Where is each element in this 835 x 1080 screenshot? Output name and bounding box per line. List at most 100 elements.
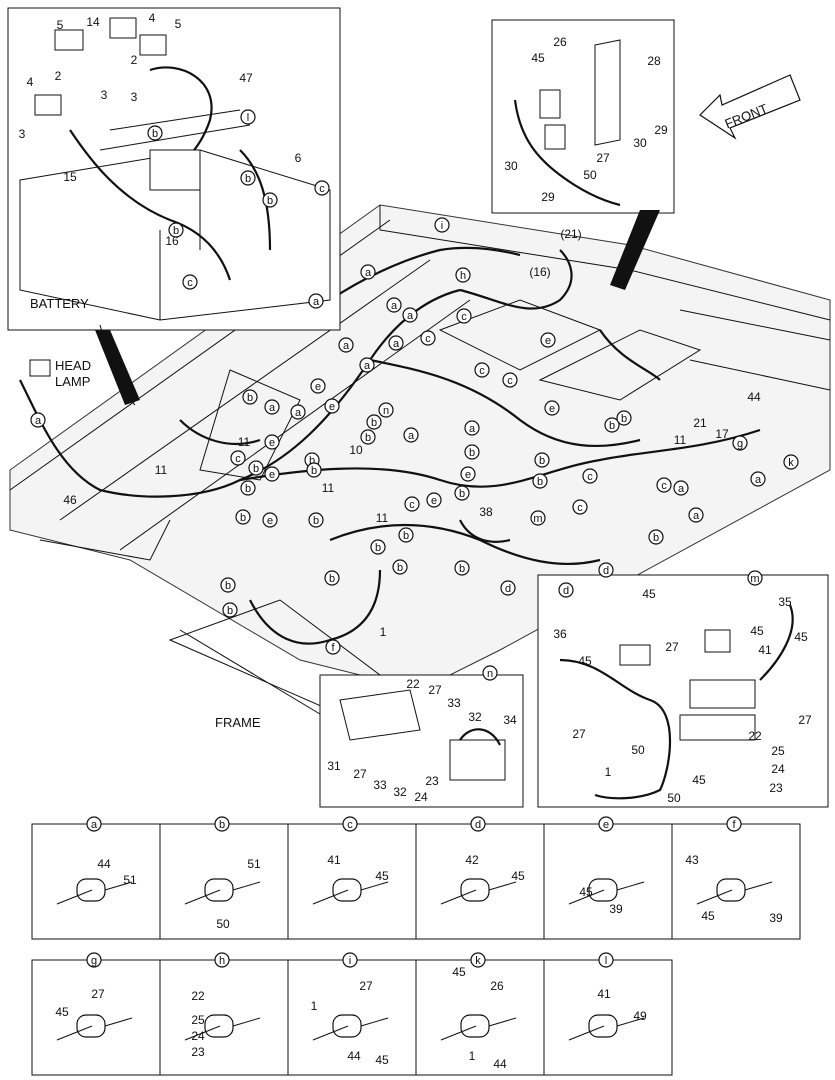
detail-panel-key: e xyxy=(603,819,609,831)
inset-m-label-number: 50 xyxy=(631,743,645,757)
main-label-circle xyxy=(502,372,518,388)
main-label-circle xyxy=(750,471,766,487)
frame-title: FRAME xyxy=(215,715,261,730)
main-label-letter: c xyxy=(461,311,467,323)
battery-label-number: 15 xyxy=(63,170,77,184)
detail-part-number: 39 xyxy=(769,911,783,925)
main-label-letter: b xyxy=(621,413,627,425)
detail-part-number: 27 xyxy=(91,987,105,1001)
main-label-circle xyxy=(540,332,556,348)
detail-part-number: 44 xyxy=(97,857,111,871)
main-label-letter: e xyxy=(329,401,335,413)
main-label-letter: b xyxy=(227,605,233,617)
detail-panel-key-circle xyxy=(598,816,614,832)
inset-m-label-number: 24 xyxy=(771,762,785,776)
main-label-letter: k xyxy=(788,457,794,469)
connector-inset-top xyxy=(491,19,675,214)
main-label-circle xyxy=(392,559,408,575)
main-label-circle xyxy=(604,417,620,433)
battery-label-circle xyxy=(168,222,184,238)
main-label-letter: b xyxy=(653,532,659,544)
main-label-circle xyxy=(544,400,560,416)
head-lamp-title-line2: LAMP xyxy=(55,374,90,389)
main-label-letter: a xyxy=(755,474,762,486)
main-label-letter: m xyxy=(533,513,542,525)
inset-n-label-number: 32 xyxy=(468,710,482,724)
main-label-circle xyxy=(325,639,341,655)
detail-panel-key-circle xyxy=(470,952,486,968)
main-label-circle xyxy=(240,480,256,496)
main-label-circle xyxy=(308,293,324,309)
main-label-letter: b xyxy=(309,455,315,467)
inset-m-label-number: 27 xyxy=(572,727,586,741)
battery-label-circle xyxy=(314,180,330,196)
clamp-leader xyxy=(696,881,773,905)
main-label-letter: i xyxy=(441,220,443,232)
detail-part-number: 45 xyxy=(375,869,389,883)
main-label-letter: e xyxy=(545,335,551,347)
battery-label-circle xyxy=(147,125,163,141)
detail-panel-key: b xyxy=(219,819,225,831)
main-label-circle xyxy=(598,562,614,578)
main-label-letter: e xyxy=(269,469,275,481)
main-label-circle xyxy=(264,466,280,482)
main-label-circle xyxy=(532,473,548,489)
main-label-letter: b xyxy=(311,465,317,477)
detail-part-number: 50 xyxy=(216,917,230,931)
main-label-letter: b xyxy=(240,512,246,524)
main-label-number: 11 xyxy=(238,435,251,449)
main-label-letter: e xyxy=(465,469,471,481)
main-label-circle xyxy=(420,330,436,346)
detail-panel-key-circle xyxy=(214,952,230,968)
main-label-circle xyxy=(500,580,516,596)
battery-label-number: 3 xyxy=(131,90,138,104)
inset-m-label-number: 45 xyxy=(642,587,656,601)
main-label-letter: a xyxy=(393,338,400,350)
main-label-circle xyxy=(290,404,306,420)
detail-panel-a: a 44 51 xyxy=(31,816,161,940)
main-label-letter: b xyxy=(537,476,543,488)
main-label-circle xyxy=(732,435,748,451)
detail-part-number: 41 xyxy=(597,987,611,1001)
main-label-letter: a xyxy=(295,407,302,419)
main-label-letter: b xyxy=(365,432,371,444)
main-label-letter: n xyxy=(383,405,389,417)
detail-part-number: 24 xyxy=(191,1029,205,1043)
battery-label-circle xyxy=(240,109,256,125)
main-label-letter: c xyxy=(661,480,667,492)
main-label-circle xyxy=(338,337,354,353)
inset-n-label-letter: n xyxy=(487,668,493,680)
clamp-leader xyxy=(312,881,389,905)
main-label-letter: b xyxy=(459,488,465,500)
detail-part-number: 42 xyxy=(465,853,479,867)
top-inset-label-number: 29 xyxy=(654,123,668,137)
main-label-circle xyxy=(403,427,419,443)
main-label-letter: c xyxy=(409,499,415,511)
head-lamp-icon xyxy=(29,359,51,377)
battery-label-number: 47 xyxy=(239,71,253,85)
main-label-circle xyxy=(235,509,251,525)
main-label-letter: c xyxy=(425,333,431,345)
inset-n-label-number: 31 xyxy=(327,759,341,773)
detail-part-number: 51 xyxy=(123,873,137,887)
main-label-circle xyxy=(673,480,689,496)
main-label-letter: a xyxy=(678,483,685,495)
main-label-circle xyxy=(688,507,704,523)
front-arrow xyxy=(699,74,801,140)
main-label-letter: a xyxy=(313,296,320,308)
detail-panel-key-circle xyxy=(470,816,486,832)
head-lamp-title-line1: HEAD xyxy=(55,358,91,373)
main-label-letter: b xyxy=(459,563,465,575)
main-label-letter: b xyxy=(253,463,259,475)
inset-m-label-number: 45 xyxy=(750,624,764,638)
main-label-number: 11 xyxy=(322,481,335,495)
main-label-circle xyxy=(310,378,326,394)
inset-m-label-number: 1 xyxy=(605,765,612,779)
main-label-letter: e xyxy=(267,515,273,527)
detail-panel-key: a xyxy=(91,819,98,831)
clamp-leader xyxy=(568,1017,645,1041)
